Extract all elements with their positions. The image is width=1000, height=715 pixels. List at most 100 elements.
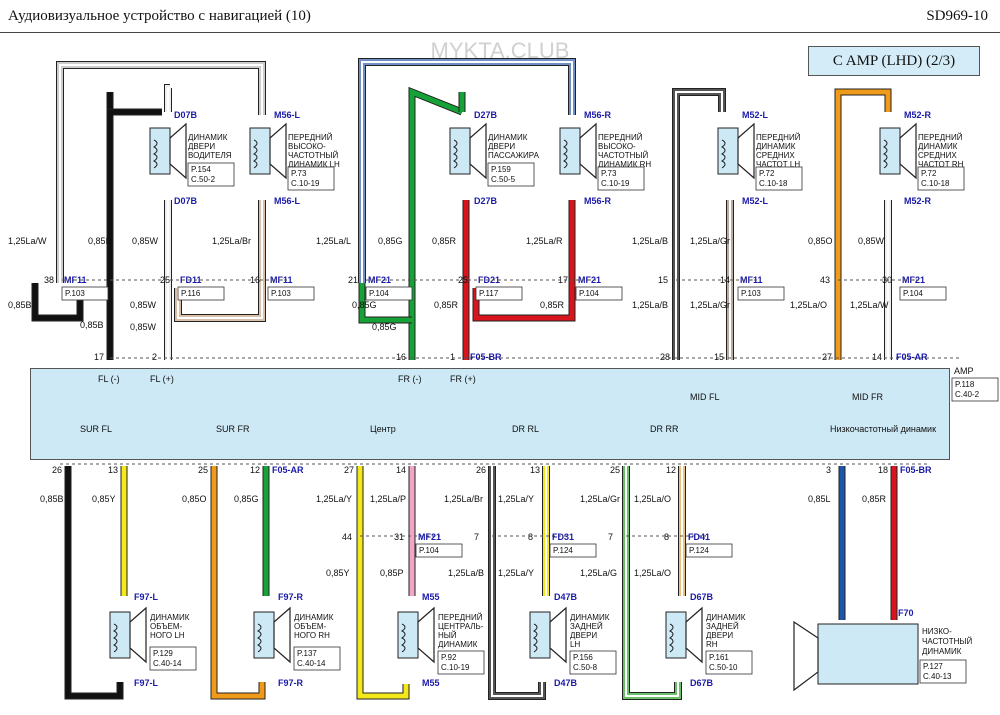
amp-channel-bottom: Низкочастотный динамик: [830, 424, 936, 434]
amp-pin-bottom: 25: [198, 465, 208, 475]
speaker-name-0: ДВЕРИ: [188, 142, 215, 151]
connector-label-D07B: D07B: [174, 110, 198, 120]
amp-pin: 2: [152, 352, 157, 362]
speaker-name-3: ДИНАМИК RH: [598, 160, 651, 169]
wire-spec: 0,85W: [132, 236, 159, 246]
speaker-name-3: ПЕРЕДНИЙ: [598, 133, 643, 142]
speaker-name-4: СРЕДНИХ: [756, 151, 795, 160]
connector-ref-MF11-text: P.103: [741, 289, 761, 298]
speaker-ref-bottom-0-box: [149, 646, 197, 671]
wire-mf21-l-stripe: [361, 61, 573, 283]
speaker-top-0-coil: [153, 139, 158, 169]
wire-mid-lh-b: [673, 89, 725, 360]
wire-spec: 0,85B: [88, 236, 112, 246]
wire-spec-lower: 0,85G: [352, 300, 377, 310]
speaker-bottom-1-coil: [257, 623, 262, 653]
connector-label-D27B: D27B: [474, 110, 498, 120]
connector-id-FD41: FD41: [688, 532, 710, 542]
connector-ref-MF11-text: P.103: [65, 289, 85, 298]
pin-number: 21: [348, 275, 358, 285]
subwoofer-name: ДИНАМИК: [922, 647, 962, 656]
connector-label-D67B: D67B: [690, 592, 714, 602]
wire-spec-bottom: 0,85L: [808, 494, 831, 504]
speaker-name-bottom-2: ДИНАМИК: [438, 640, 478, 649]
connector-label-F97-R: F97-R: [278, 678, 304, 688]
connector-ref-FD11-text: P.116: [181, 289, 201, 298]
speaker-ref-top-4-text: P.72: [759, 169, 775, 178]
amp-pin: 16: [396, 352, 406, 362]
wire-spec-bottom: 0,85R: [862, 494, 887, 504]
speaker-ref-bottom-1-box: [293, 646, 341, 671]
speaker-bottom-2-cone: [417, 606, 435, 664]
pin-number: 7: [608, 532, 613, 542]
amp-pin-bottom: 13: [530, 465, 540, 475]
speaker-name-bottom-2: ЦЕНТРАЛЬ-: [438, 622, 484, 631]
wire-driver-minus: [107, 109, 162, 360]
connector-ref-MF11-box: [61, 286, 109, 301]
connector-ref-MF21-text: P.104: [369, 289, 389, 298]
wire-spec: 1,25La/W: [8, 236, 47, 246]
speaker-top-4-body: [717, 127, 739, 175]
amp-pin: 15: [714, 352, 724, 362]
speaker-ref-top-4-text: C.10-18: [759, 179, 788, 188]
wire-spec: 0,85W: [858, 236, 885, 246]
amp-unit-box: [30, 368, 950, 460]
speaker-ref-bottom-3-text: P.156: [573, 653, 593, 662]
connector-label-M52-L: M52-L: [742, 196, 769, 206]
speaker-ref-top-2-text: P.159: [491, 165, 511, 174]
connector-ref-MF11-box: [737, 286, 785, 301]
speaker-top-3-body: [559, 127, 581, 175]
connector-ref-FD41-text: P.124: [689, 546, 709, 555]
amp-pin: 27: [822, 352, 832, 362]
connector-ref-MF21-box: [365, 286, 413, 301]
speaker-ref-top-0-text: P.154: [191, 165, 211, 174]
wire-rl-minus-stripe: [491, 466, 543, 697]
wire-pass-minus: [409, 88, 463, 360]
wire-sur-fl-minus: [65, 466, 123, 699]
connector-label-D47B: D47B: [554, 678, 578, 688]
wire-spec-lower: 1,25La/B: [632, 300, 668, 310]
speaker-bottom-1-cone: [273, 606, 291, 664]
amp-channel-bottom: DR RL: [512, 424, 539, 434]
wire-spec-lower: 0,85B: [8, 300, 32, 310]
wire-spec-lower: 0,85G: [372, 322, 397, 332]
connector-ref-FD41-box: [685, 543, 733, 558]
amp-pin-bottom: 25: [610, 465, 620, 475]
amp-ref-text: C.40-2: [955, 390, 980, 399]
connector-ref-MF21-text: P.104: [419, 546, 439, 555]
speaker-top-1-coil: [253, 139, 258, 169]
amp-ref-box: [951, 377, 999, 402]
speaker-name-5: ДИНАМИК: [918, 142, 958, 151]
amp-pin-bottom: 27: [344, 465, 354, 475]
connector-label-M56-L: M56-L: [274, 110, 301, 120]
amp-channel-bottom: Центр: [370, 424, 396, 434]
speaker-ref-top-1-text: P.73: [291, 169, 307, 178]
amp-ref-text: P.118: [955, 380, 975, 389]
amp-pin-bottom: 14: [396, 465, 406, 475]
wire-spec: 1,25La/R: [526, 236, 563, 246]
pin-number: 17: [558, 275, 568, 285]
speaker-name-4: ЧАСТОТ LH: [756, 160, 800, 169]
subwoofer-ref-box: [919, 659, 967, 684]
speaker-name-bottom-1: ДИНАМИК: [294, 613, 334, 622]
speaker-name-3: ВЫСОКО-: [598, 142, 636, 151]
connector-ref-FD31-text: P.124: [553, 546, 573, 555]
speaker-top-2-coil: [453, 139, 458, 169]
pin-number: 44: [342, 532, 352, 542]
amp-channel: MID FL: [690, 392, 720, 402]
speaker-bottom-0-cone: [129, 606, 147, 664]
connector-ref-MF11-box: [267, 286, 315, 301]
speaker-bottom-4-cone: [685, 606, 703, 664]
wire-spec: 1,25La/Br: [212, 236, 251, 246]
link-f05-ar-bottom: F05-AR: [272, 465, 304, 475]
speaker-ref-top-5-text: P.72: [921, 169, 937, 178]
pin-number: 43: [820, 275, 830, 285]
speaker-name-2: ПАССАЖИРА: [488, 151, 540, 160]
wire-spec-lower: 1,25La/Gr: [690, 300, 730, 310]
connector-label-D47B: D47B: [554, 592, 578, 602]
wire-mf11-w-stripe: [59, 64, 263, 283]
subwoofer-cone: [793, 620, 819, 692]
speaker-top-4-cone: [737, 122, 755, 180]
